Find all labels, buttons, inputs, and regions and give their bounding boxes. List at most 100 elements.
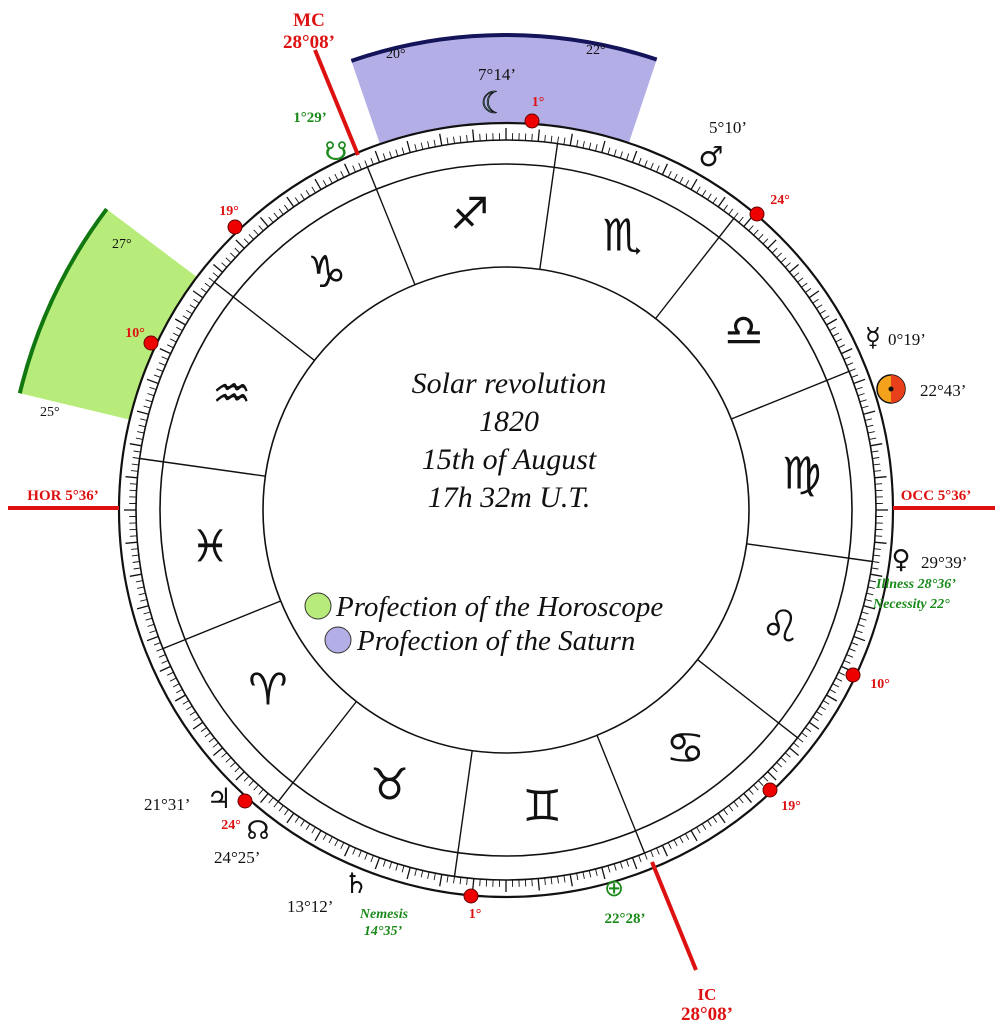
sign-scorpio-icon: ♏ xyxy=(603,211,642,262)
cusp-label: 10° xyxy=(870,677,890,692)
degree-tick xyxy=(875,535,883,537)
degree-tick xyxy=(544,135,546,143)
degree-tick xyxy=(364,160,368,168)
degree-tick xyxy=(278,805,284,812)
degree-tick xyxy=(870,443,883,447)
cusp-label: 10° xyxy=(125,326,145,341)
degree-tick xyxy=(158,362,166,366)
cusp-dot xyxy=(524,113,540,129)
degree-tick xyxy=(286,812,295,824)
degree-tick xyxy=(738,797,744,804)
degree-tick xyxy=(401,865,405,873)
degree-tick xyxy=(401,147,405,155)
venus-icon: ♀ xyxy=(891,545,910,575)
degree-tick xyxy=(229,252,236,259)
degree-tick xyxy=(143,405,151,409)
degree-tick xyxy=(829,689,836,694)
sign-divider xyxy=(277,701,357,803)
degree-tick xyxy=(613,149,617,157)
degree-tick xyxy=(537,878,540,891)
degree-tick xyxy=(701,190,707,197)
degree-tick xyxy=(631,150,638,163)
degree-tick xyxy=(208,277,215,283)
sign-dividers xyxy=(139,143,873,877)
degree-tick xyxy=(125,541,138,544)
degree-tick xyxy=(871,567,879,570)
degree-tick xyxy=(300,820,305,827)
degree-tick xyxy=(406,140,411,153)
degree-tick xyxy=(340,170,345,178)
degree-tick xyxy=(841,348,853,355)
degree-tick xyxy=(479,133,481,141)
degree-tick xyxy=(248,233,255,240)
degree-tick xyxy=(531,879,533,887)
sign-divider xyxy=(655,217,735,319)
degree-tick xyxy=(875,483,883,485)
horoscope-profection-sector xyxy=(19,209,203,422)
degree-tick xyxy=(822,315,830,320)
degree-tick xyxy=(286,196,295,208)
degree-tick xyxy=(459,135,462,143)
degree-tick xyxy=(273,212,279,219)
degree-tick xyxy=(838,671,846,676)
mc-value: 28°08’ xyxy=(283,32,335,53)
degree-tick xyxy=(129,573,142,577)
degree-tick xyxy=(595,144,598,152)
sign-divider xyxy=(731,370,850,420)
venus-value: 29°39’ xyxy=(921,553,967,572)
center-line-3: 15th of August xyxy=(422,443,597,476)
degree-tick xyxy=(129,483,137,485)
degree-tick xyxy=(129,443,142,447)
degree-tick xyxy=(793,272,800,278)
degree-tick xyxy=(439,133,443,146)
inner-circle xyxy=(262,266,750,754)
sign-leo-icon: ♌ xyxy=(761,601,800,652)
degree-tick xyxy=(843,660,851,664)
degree-tick xyxy=(673,173,678,181)
north-node-icon: ☊ xyxy=(246,816,269,846)
degree-tick xyxy=(576,873,579,881)
degree-tick xyxy=(374,857,381,870)
degree-tick xyxy=(294,816,300,823)
degree-tick xyxy=(145,617,153,621)
legend-swatch-horoscope xyxy=(304,592,332,620)
degree-tick xyxy=(835,338,843,343)
degree-tick xyxy=(253,229,259,236)
cusp-dot xyxy=(762,782,778,798)
degree-tick xyxy=(696,826,701,834)
degree-tick xyxy=(427,141,430,149)
ic-title: IC xyxy=(698,985,717,1004)
degree-tick xyxy=(200,727,207,732)
degree-tick xyxy=(853,635,866,642)
hor-label: HOR 5°36’ xyxy=(27,488,98,504)
degree-tick xyxy=(143,611,151,615)
sign-divider xyxy=(162,600,281,650)
degree-tick xyxy=(193,298,200,304)
degree-tick xyxy=(861,611,869,615)
degree-tick xyxy=(582,871,585,879)
degree-tick xyxy=(433,139,436,147)
saturn-profection-start-label: 20° xyxy=(386,47,406,62)
degree-tick xyxy=(153,374,161,378)
degree-tick xyxy=(550,135,553,143)
degree-tick xyxy=(221,262,228,268)
degree-tick xyxy=(712,816,718,823)
degree-tick xyxy=(576,139,579,147)
sign-gemini-icon: ♊ xyxy=(523,781,562,832)
degree-tick xyxy=(132,457,140,459)
cusp-dot xyxy=(463,888,479,904)
degree-tick xyxy=(537,129,540,142)
degree-tick xyxy=(771,247,778,254)
sign-ring-outer xyxy=(159,163,853,857)
degree-tick xyxy=(872,457,880,459)
degree-tick xyxy=(208,737,215,743)
sign-glyphs: ♏♎♍♌♋♊♉♈♓♒♑♐ xyxy=(190,189,821,832)
sign-libra-icon: ♎ xyxy=(724,306,763,357)
degree-tick xyxy=(851,374,859,378)
degree-tick xyxy=(788,264,800,273)
degree-tick xyxy=(738,216,744,223)
degree-tick xyxy=(679,836,684,844)
degree-tick xyxy=(631,857,638,870)
center-line-1: Solar revolution xyxy=(412,367,607,400)
degree-tick xyxy=(158,654,166,658)
